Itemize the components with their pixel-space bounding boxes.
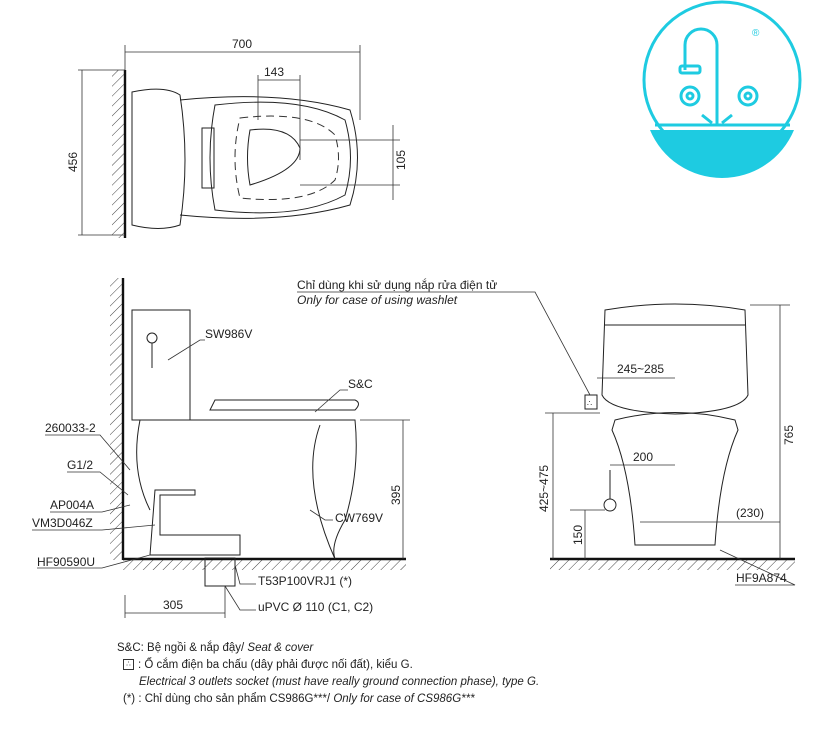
registered-mark: ® <box>752 28 760 39</box>
label-vm3d046z: VM3D046Z <box>32 516 93 530</box>
front-view: ∴ Chỉ dùng khi sử dụng nắp rửa điện tử O… <box>297 277 796 586</box>
legend-seat-cover: S&C: Bệ ngồi & nắp đậy/ Seat & cover <box>117 642 314 654</box>
dim-245-285: 245~285 <box>617 362 664 376</box>
label-hf90590u: HF90590U <box>37 555 95 569</box>
dim-200: 200 <box>633 450 653 464</box>
faucet-logo: ® <box>642 0 802 179</box>
washlet-note-en: Only for case of using washlet <box>297 293 458 307</box>
side-view: 305 395 SW986V S&C 260033-2 G1/2 AP004A … <box>32 278 410 618</box>
legend: S&C: Bệ ngồi & nắp đậy/ Seat & cover ∴: … <box>117 640 539 708</box>
dim-230: (230) <box>736 506 764 520</box>
label-hf9a874: HF9A874 <box>736 571 787 585</box>
dim-765: 765 <box>782 425 796 445</box>
label-upvc-pipe: uPVC Ø 110 (C1, C2) <box>258 600 373 614</box>
label-seat-cover: S&C <box>348 377 373 391</box>
dim-150: 150 <box>571 525 585 545</box>
label-t53p100vrj1: T53P100VRJ1 (*) <box>258 574 352 588</box>
top-view: 700 143 456 105 <box>66 37 408 238</box>
dim-305: 305 <box>163 598 183 612</box>
label-ap004a: AP004A <box>50 498 94 512</box>
label-cw769v: CW769V <box>335 511 383 525</box>
dim-425-475: 425~475 <box>537 465 551 512</box>
washlet-note-vi: Chỉ dùng khi sử dụng nắp rửa điện tử <box>297 277 497 292</box>
label-260033-2: 260033-2 <box>45 421 96 435</box>
socket-icon: ∴ <box>587 399 592 408</box>
dim-105: 105 <box>394 150 408 170</box>
legend-socket-en: Electrical 3 outlets socket (must have r… <box>139 676 540 688</box>
dim-395: 395 <box>389 485 403 505</box>
dim-456: 456 <box>66 152 80 172</box>
label-g12: G1/2 <box>67 458 93 472</box>
dim-143: 143 <box>264 65 284 79</box>
socket-icon: ∴ <box>123 659 134 671</box>
legend-socket: ∴: Ổ cắm điện ba chấu (dây phải được nối… <box>117 657 539 674</box>
label-sw986v: SW986V <box>205 327 252 341</box>
legend-note: (*) : Chỉ dùng cho sản phẩm CS986G***/ O… <box>123 693 475 705</box>
dim-700: 700 <box>232 37 252 51</box>
